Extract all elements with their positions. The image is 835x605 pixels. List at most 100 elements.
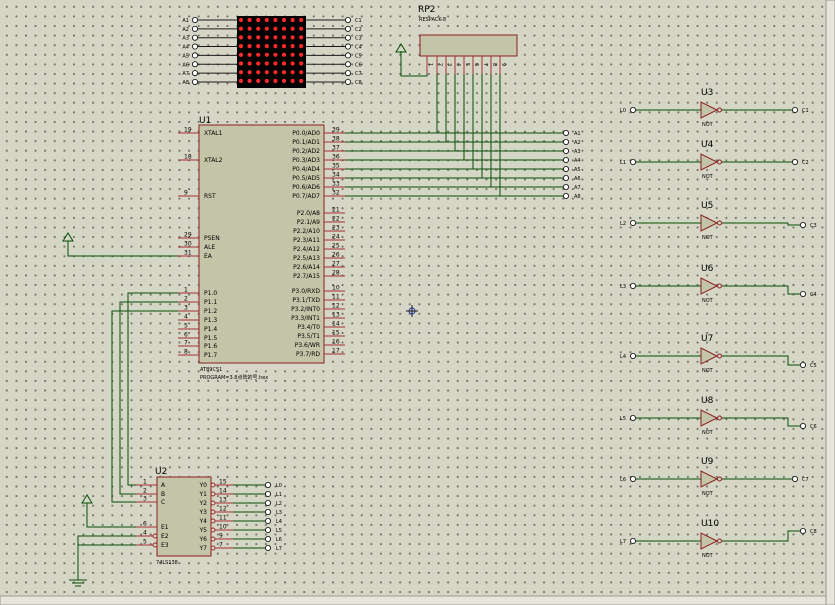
gate-out-wire — [722, 222, 800, 226]
u2-out-terminal[interactable] — [264, 545, 271, 552]
matrix-col-terminal[interactable] — [344, 25, 351, 32]
u2-pin-name: Y2 — [199, 500, 208, 507]
matrix-row-label: A3 — [182, 36, 189, 42]
led-dot — [256, 44, 261, 49]
u2-out-terminal[interactable] — [264, 508, 271, 515]
u1-pin-name: P2.0/A8 — [297, 210, 320, 217]
matrix-col-terminal[interactable] — [344, 16, 351, 23]
u1-pin-name: P2.1/A9 — [297, 219, 320, 226]
led-dot — [247, 26, 252, 31]
gate-in-terminal[interactable] — [630, 414, 637, 421]
matrix-col-terminal[interactable] — [344, 70, 351, 77]
gate-ref: U7 — [701, 334, 713, 344]
gate-out-terminal[interactable] — [800, 528, 807, 535]
gate-in-terminal[interactable] — [630, 107, 637, 114]
vertical-scrollbar[interactable] — [825, 0, 835, 605]
matrix-col-terminal[interactable] — [344, 34, 351, 41]
not-gate-body[interactable] — [700, 347, 719, 365]
gate-in-terminal[interactable] — [630, 538, 637, 545]
u2-out-terminal[interactable] — [264, 499, 271, 506]
u2-out-terminal[interactable] — [264, 536, 271, 543]
matrix-col-terminal[interactable] — [344, 61, 351, 68]
u1-pin-name: P2.6/A14 — [293, 264, 320, 271]
matrix-col-terminal[interactable] — [344, 78, 351, 85]
gate-out-terminal[interactable] — [800, 422, 807, 429]
matrix-row-terminal[interactable] — [191, 52, 198, 59]
not-gate-body[interactable] — [700, 153, 719, 171]
u2-out-terminal[interactable] — [264, 527, 271, 534]
power-arrow-icon — [81, 494, 93, 504]
u2-pin-number: 1 — [143, 479, 147, 486]
p0-terminal[interactable] — [563, 138, 570, 145]
matrix-row-label: A5 — [182, 53, 189, 59]
matrix-row-terminal[interactable] — [191, 16, 198, 23]
p0-terminal[interactable] — [563, 129, 570, 136]
p0-terminal[interactable] — [563, 147, 570, 154]
gate-out-terminal[interactable] — [792, 107, 799, 114]
u2-net-label: L3 — [276, 510, 282, 516]
u2-part: 74LS138 — [156, 560, 178, 566]
led-dot — [299, 61, 304, 66]
u2-out-terminal[interactable] — [264, 518, 271, 525]
gate-out-wire — [722, 355, 800, 366]
led-dot — [256, 26, 261, 31]
gate-out-terminal[interactable] — [800, 221, 807, 228]
gate-out-label: C2 — [802, 160, 809, 166]
inversion-bubble — [717, 476, 722, 482]
u2-body[interactable] — [156, 476, 212, 557]
p0-terminal[interactable] — [563, 156, 570, 163]
rp2-body[interactable] — [419, 34, 518, 57]
gate-in-terminal[interactable] — [630, 475, 637, 482]
gate-in-terminal[interactable] — [630, 282, 637, 289]
gate-in-terminal[interactable] — [630, 219, 637, 226]
not-gate-body[interactable] — [700, 409, 719, 427]
u1-pin-number: 37 — [332, 145, 340, 152]
u1-pin-name: P0.3/AD3 — [292, 157, 320, 164]
led-dot — [247, 70, 252, 75]
rp2-pin-number: 9 — [500, 63, 506, 66]
horizontal-scrollbar[interactable] — [0, 595, 827, 605]
matrix-row-terminal[interactable] — [191, 61, 198, 68]
matrix-row-terminal[interactable] — [191, 43, 198, 50]
u2-net-label: L1 — [276, 492, 282, 498]
gate-in-terminal[interactable] — [630, 352, 637, 359]
u1-pin-number: 3 — [184, 305, 188, 312]
led-matrix-body[interactable] — [237, 16, 306, 88]
not-gate-body[interactable] — [700, 101, 719, 119]
not-gate-body[interactable] — [700, 532, 719, 550]
e2-wire — [77, 535, 136, 580]
u1-pin-number: 13 — [332, 312, 340, 319]
p0-terminal[interactable] — [563, 183, 570, 190]
matrix-row-terminal[interactable] — [191, 25, 198, 32]
u2-out-terminal[interactable] — [264, 490, 271, 497]
p0-terminal[interactable] — [563, 192, 570, 199]
gate-in-terminal[interactable] — [630, 158, 637, 165]
matrix-col-terminal[interactable] — [344, 43, 351, 50]
u1-pin-name: ALE — [204, 244, 215, 251]
u1-body[interactable] — [198, 124, 325, 364]
inversion-bubble — [210, 491, 216, 497]
matrix-col-terminal[interactable] — [344, 52, 351, 59]
u2-out-terminal[interactable] — [264, 481, 271, 488]
gate-out-terminal[interactable] — [792, 475, 799, 482]
gate-out-terminal[interactable] — [792, 158, 799, 165]
led-dot — [238, 26, 244, 31]
matrix-row-terminal[interactable] — [191, 70, 198, 77]
matrix-col-label: C8 — [355, 80, 362, 86]
gate-out-terminal[interactable] — [800, 361, 807, 368]
matrix-row-terminal[interactable] — [191, 34, 198, 41]
not-gate-body[interactable] — [700, 277, 719, 295]
p0-terminal[interactable] — [563, 165, 570, 172]
gate-out-terminal[interactable] — [800, 290, 807, 297]
led-dot — [290, 35, 295, 40]
led-dot — [264, 35, 269, 40]
gate-ref: U6 — [701, 264, 714, 274]
rp2-pullup-wire — [400, 51, 428, 77]
not-gate-body[interactable] — [700, 470, 719, 488]
gate-type: NOT — [702, 174, 714, 180]
matrix-row-terminal[interactable] — [191, 78, 198, 85]
gate-out-wire — [722, 285, 800, 295]
p0-terminal[interactable] — [563, 174, 570, 181]
not-gate-body[interactable] — [700, 214, 719, 232]
